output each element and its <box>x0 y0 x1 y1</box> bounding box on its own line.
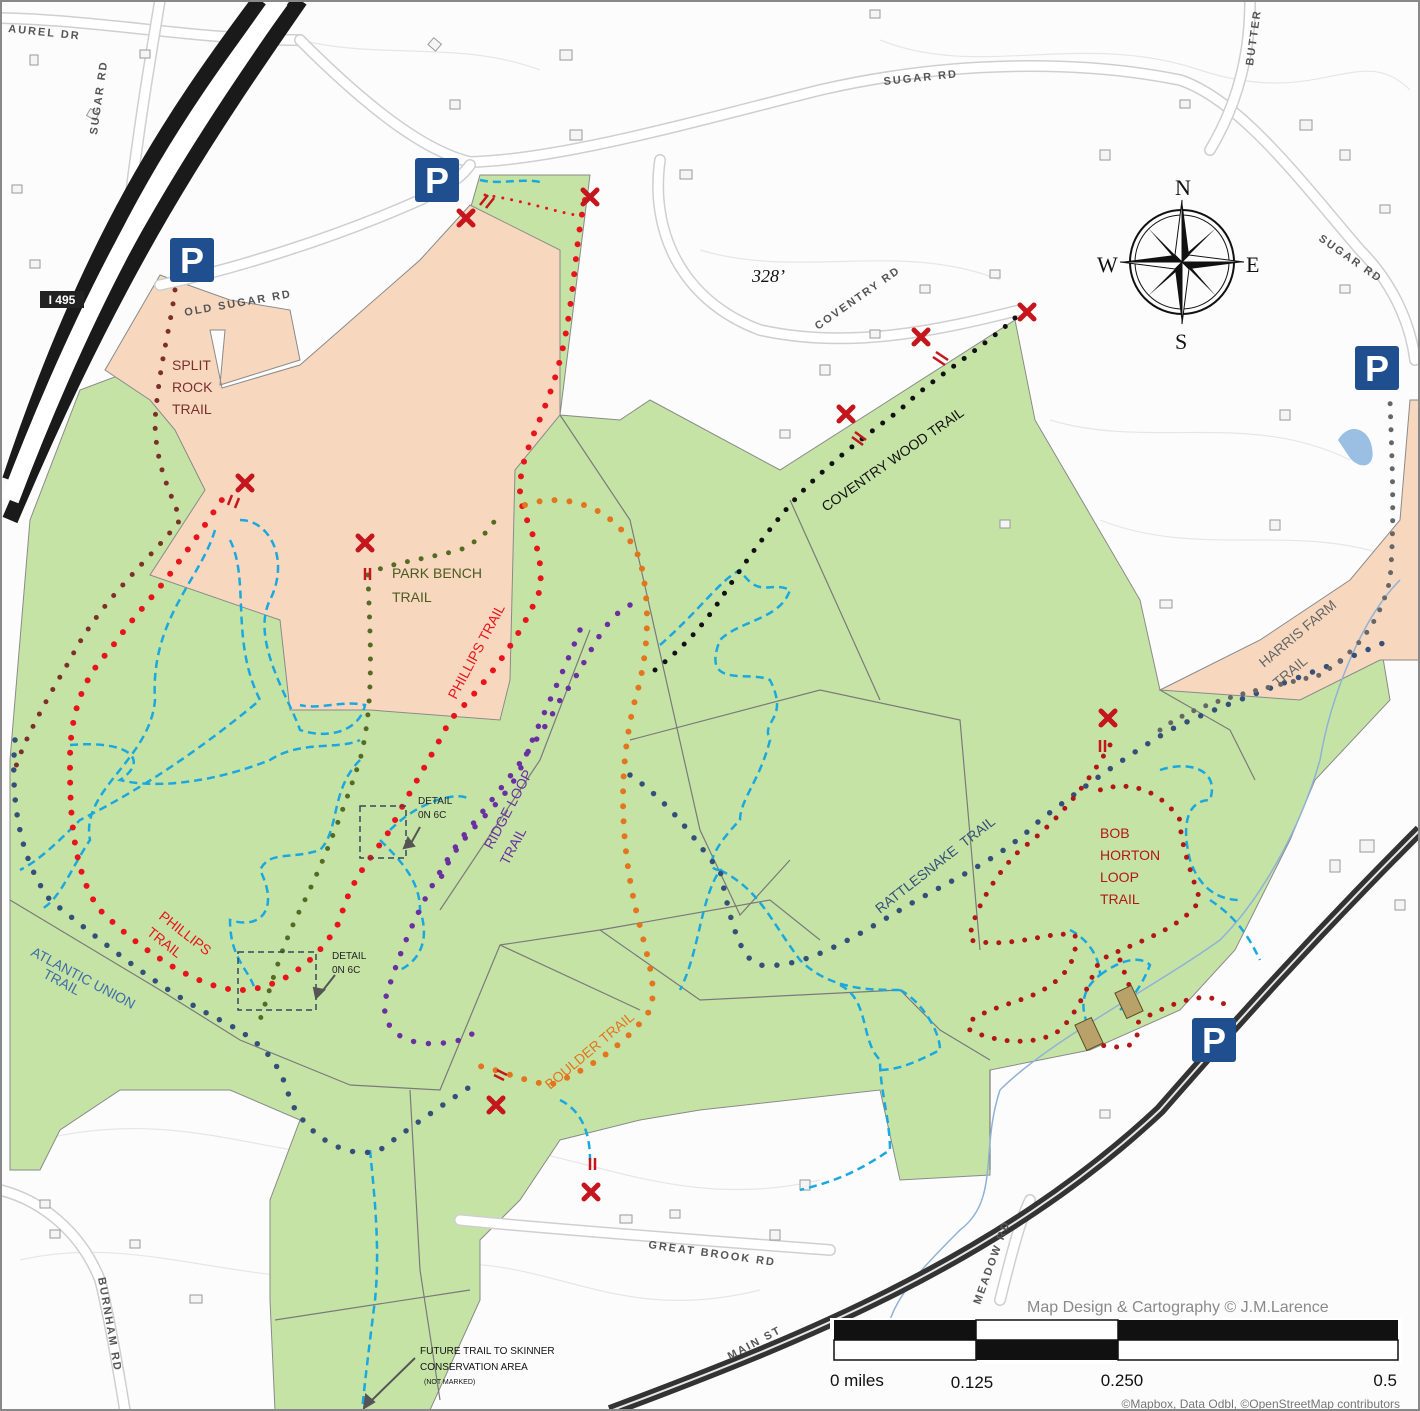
label-split-rock: SPLIT ROCK TRAIL <box>172 357 213 417</box>
park-bench-trail <box>257 517 498 1023</box>
coventry-wood-trail <box>652 315 1018 673</box>
svg-text:ROCK: ROCK <box>172 379 213 395</box>
building-footprints <box>11 9 1406 1304</box>
svg-text:BOB: BOB <box>1100 825 1130 841</box>
label-park-bench: PARK BENCH TRAIL <box>392 565 482 605</box>
svg-text:P: P <box>425 160 449 201</box>
main-street-center <box>609 829 1420 1411</box>
private-parcel-west <box>104 204 561 721</box>
compass-n: N <box>1175 175 1191 200</box>
split-rock-trail <box>12 287 183 773</box>
svg-text:TRAIL: TRAIL <box>172 401 212 417</box>
compass-rose <box>1119 199 1245 325</box>
bridge-markers <box>1074 984 1144 1052</box>
parking-icon: P <box>1192 1018 1236 1062</box>
parking-icon: P <box>170 238 214 282</box>
interstate-495 <box>1 0 307 524</box>
svg-text:FUTURE TRAIL TO SKINNER: FUTURE TRAIL TO SKINNER <box>420 1346 555 1357</box>
label-bob-horton: BOB HORTON LOOP TRAIL <box>1100 825 1160 907</box>
svg-text:P: P <box>1365 348 1389 389</box>
scale-tick-2: 0.250 <box>1101 1371 1144 1390</box>
scale-tick-3: 0.5 <box>1373 1371 1397 1390</box>
closure-hashes <box>226 194 1107 1170</box>
scale-tick-labels: 0 miles 0.125 0.250 0.5 <box>830 1371 1397 1392</box>
interstate-shield-label: I 495 <box>49 293 76 307</box>
svg-text:LOOP: LOOP <box>1100 869 1139 885</box>
svg-text:P: P <box>1202 1020 1226 1061</box>
compass-w: W <box>1097 252 1118 277</box>
detail-label-upper: DETAIL 0N 6C <box>418 796 453 821</box>
elevation-label: 328’ <box>751 266 785 286</box>
compass-s: S <box>1175 329 1187 354</box>
detail-boxes <box>237 805 407 1011</box>
detail-arrows <box>312 826 421 1410</box>
private-parcel-east <box>1158 399 1420 701</box>
svg-text:TRAIL: TRAIL <box>1100 891 1140 907</box>
svg-text:DETAIL: DETAIL <box>332 951 367 962</box>
svg-text:0N 6C: 0N 6C <box>332 965 360 976</box>
svg-text:HORTON: HORTON <box>1100 847 1160 863</box>
svg-text:TRAIL: TRAIL <box>392 589 432 605</box>
connector-trails <box>19 178 1262 1411</box>
parcel-lines <box>9 414 1256 1401</box>
detail-label-lower: DETAIL 0N 6C <box>332 951 367 976</box>
future-trail-label: FUTURE TRAIL TO SKINNER CONSERVATION ARE… <box>420 1346 555 1386</box>
map-credit: Map Design & Cartography © J.M.Larence <box>1027 1299 1329 1316</box>
svg-text:CONSERVATION AREA: CONSERVATION AREA <box>420 1362 528 1373</box>
svg-text:(NOT MARKED): (NOT MARKED) <box>424 1379 475 1386</box>
closure-x-marks <box>235 187 1118 1202</box>
compass-e: E <box>1246 252 1259 277</box>
interstate-shield <box>40 291 84 308</box>
bob-horton-loop-trail <box>965 742 1228 1050</box>
scale-tick-1: 0.125 <box>951 1373 994 1392</box>
streams <box>889 579 1401 1321</box>
phillips-spur <box>483 193 577 217</box>
svg-text:0N 6C: 0N 6C <box>418 810 446 821</box>
svg-text:DETAIL: DETAIL <box>418 796 453 807</box>
map-attribution: ©Mapbox, Data Odbl, ©OpenStreetMap contr… <box>1122 1397 1400 1411</box>
svg-text:PARK BENCH: PARK BENCH <box>392 565 482 581</box>
svg-text:P: P <box>180 240 204 281</box>
scale-bar <box>830 1318 1402 1364</box>
harris-farm-trail <box>1157 397 1396 733</box>
parking-icon: P <box>1355 346 1399 390</box>
ridge-loop-trail <box>381 602 633 1047</box>
scale-tick-0: 0 miles <box>830 1371 884 1390</box>
svg-text:SPLIT: SPLIT <box>172 357 211 373</box>
parking-icon: P <box>415 158 459 202</box>
pond <box>1338 428 1373 466</box>
